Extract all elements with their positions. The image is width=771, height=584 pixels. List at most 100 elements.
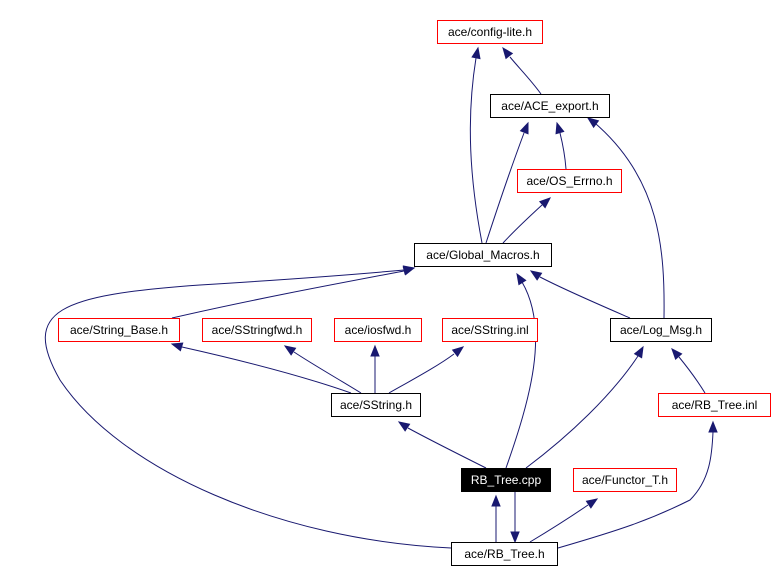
edge-rb-tree-cpp-to-global-macros <box>505 272 537 469</box>
node-box[interactable] <box>58 318 180 342</box>
edge-line <box>505 281 537 469</box>
node-box[interactable] <box>461 468 551 492</box>
arrowhead-icon <box>555 121 565 135</box>
edge-line <box>539 276 631 319</box>
edge-line <box>485 132 525 244</box>
edge-rb-tree-cpp-to-sstring <box>397 421 487 469</box>
node-rb-tree-inl[interactable]: ace/RB_Tree.inl <box>658 393 771 417</box>
edge-log-msg-to-global-macros <box>529 270 631 319</box>
arrowhead-icon <box>519 121 529 135</box>
edge-line <box>502 204 543 244</box>
arrowhead-icon <box>402 265 416 275</box>
arrowhead-icon <box>538 197 552 209</box>
edge-string-base-to-global-macros <box>171 266 416 319</box>
edge-rb-tree-h-to-rb-tree-cpp <box>491 494 501 542</box>
node-label: ace/OS_Errno.h <box>526 174 612 188</box>
arrowhead-icon <box>170 342 184 352</box>
arrowhead-icon <box>397 421 411 432</box>
node-label: ace/Functor_T.h <box>582 473 668 487</box>
edge-sstring-to-string-base <box>170 342 352 394</box>
arrowhead-icon <box>586 117 600 129</box>
node-rb-tree-cpp[interactable]: RB_Tree.cpp <box>461 468 551 492</box>
node-box[interactable] <box>517 169 622 193</box>
node-box[interactable] <box>610 318 712 342</box>
arrowhead-icon <box>529 270 543 281</box>
node-box[interactable] <box>437 20 543 44</box>
edge-line <box>557 431 714 549</box>
edge-line <box>559 132 567 170</box>
arrowhead-icon <box>671 347 683 361</box>
node-box[interactable] <box>573 468 677 492</box>
node-label: ace/iosfwd.h <box>345 323 412 337</box>
node-rb-tree-h[interactable]: ace/RB_Tree.h <box>451 542 558 566</box>
edge-line <box>181 346 352 394</box>
node-functor-t[interactable]: ace/Functor_T.h <box>573 468 677 492</box>
edge-rb-tree-h-to-rb-tree-inl <box>557 420 718 549</box>
node-label: ace/config-lite.h <box>448 25 532 39</box>
node-os-errno[interactable]: ace/OS_Errno.h <box>517 169 622 193</box>
node-sstring[interactable]: ace/SString.h <box>331 393 421 417</box>
arrowhead-icon <box>510 531 520 544</box>
edge-line <box>407 427 487 469</box>
node-global-macros[interactable]: ace/Global_Macros.h <box>414 243 552 267</box>
edge-global-macros-to-ace-export <box>485 121 529 244</box>
node-label: ace/String_Base.h <box>70 323 168 337</box>
node-box[interactable] <box>331 393 421 417</box>
edge-log-msg-to-ace-export <box>586 117 665 319</box>
edge-line <box>171 270 405 319</box>
edge-sstring-to-sstring-inl <box>388 346 465 394</box>
node-label: ace/Global_Macros.h <box>426 248 539 262</box>
node-sstringfwd[interactable]: ace/SStringfwd.h <box>202 318 312 342</box>
node-label: RB_Tree.cpp <box>471 473 542 487</box>
arrowhead-icon <box>708 420 718 433</box>
edge-line <box>44 269 452 549</box>
node-label: ace/SString.inl <box>451 323 528 337</box>
node-label: ace/RB_Tree.inl <box>672 398 758 412</box>
edge-sstring-to-iosfwd <box>370 344 380 393</box>
edge-line <box>678 356 706 394</box>
arrowhead-icon <box>451 346 465 358</box>
edge-rb-tree-cpp-to-rb-tree-h <box>510 492 520 544</box>
node-box[interactable] <box>334 318 422 342</box>
edge-rb-tree-h-to-functor-t <box>529 498 599 543</box>
node-box[interactable] <box>202 318 312 342</box>
edge-line <box>595 123 665 319</box>
arrowhead-icon <box>471 46 481 60</box>
edge-os-errno-to-ace-export <box>555 121 567 170</box>
node-box[interactable] <box>490 94 610 118</box>
edge-line <box>469 57 483 244</box>
arrowhead-icon <box>516 272 527 286</box>
arrowhead-icon <box>283 345 297 356</box>
node-box[interactable] <box>442 318 538 342</box>
nodes-layer: ace/config-lite.h ace/ACE_export.h ace/OS_… <box>58 20 771 566</box>
node-log-msg[interactable]: ace/Log_Msg.h <box>610 318 712 342</box>
node-label: ace/ACE_export.h <box>501 99 598 113</box>
edge-rb-tree-h-to-global-macros <box>44 265 452 549</box>
node-ace-export[interactable]: ace/ACE_export.h <box>490 94 610 118</box>
edge-rb-tree-cpp-to-log-msg <box>525 345 644 469</box>
edge-global-macros-to-config-lite <box>469 46 483 244</box>
edge-line <box>525 355 639 469</box>
arrowhead-icon <box>633 345 644 359</box>
arrowhead-icon <box>585 498 599 509</box>
node-label: ace/SString.h <box>340 398 412 412</box>
edge-line <box>529 504 589 543</box>
node-box[interactable] <box>414 243 552 267</box>
edge-global-macros-to-os-errno <box>502 197 552 244</box>
node-string-base[interactable]: ace/String_Base.h <box>58 318 180 342</box>
edge-line <box>293 351 362 394</box>
arrowhead-icon <box>491 494 501 507</box>
node-label: ace/Log_Msg.h <box>620 323 702 337</box>
edge-line <box>509 56 542 95</box>
edge-line <box>388 353 455 394</box>
node-iosfwd[interactable]: ace/iosfwd.h <box>334 318 422 342</box>
node-config-lite[interactable]: ace/config-lite.h <box>437 20 543 44</box>
node-label: ace/RB_Tree.h <box>464 547 544 561</box>
edges-layer <box>44 46 718 549</box>
node-label: ace/SStringfwd.h <box>212 323 303 337</box>
node-sstring-inl[interactable]: ace/SString.inl <box>442 318 538 342</box>
node-box[interactable] <box>451 542 558 566</box>
arrowhead-icon <box>502 46 514 60</box>
arrowhead-icon <box>370 344 380 357</box>
